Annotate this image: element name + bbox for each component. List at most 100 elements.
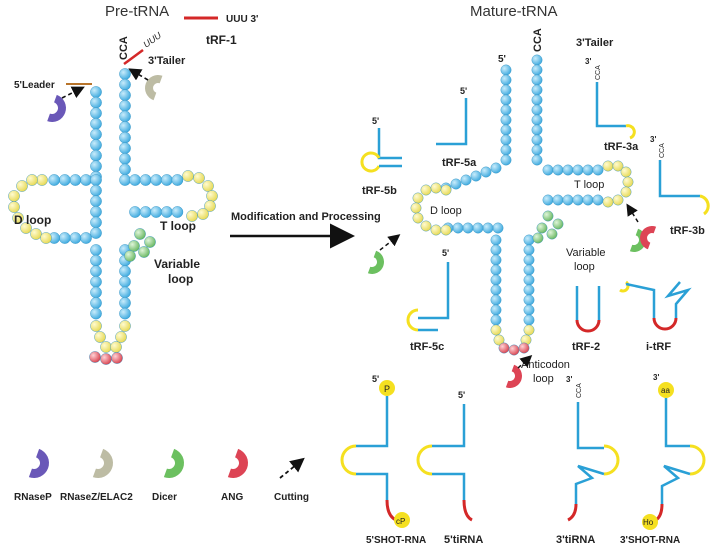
pre-t-arm-bead [150,174,162,186]
legend-ang-label: ANG [221,492,243,503]
itrf-label: i-tRF [646,341,671,353]
pre-trna-title: Pre-tRNA [105,3,169,20]
pre-d-arm-bead [90,174,102,186]
tirna5-label: 5'tiRNA [444,534,483,546]
pre-acceptor-stem-bead [119,121,131,133]
pre-d-arm-bead [80,232,92,244]
pre-acceptor-stem-bead [119,78,131,91]
pre-acceptor-stem-bead [90,86,102,98]
mature-t-loop-bead [620,166,632,178]
mature-anticodon-stem-bead [523,314,535,326]
mature-t-loop-bead [612,194,624,206]
shot3-label: 3'SHOT-RNA [620,535,680,546]
mature-t-loop-bead [602,196,614,208]
mature-anticodon-loop-bead [493,334,505,346]
pre-acceptor-stem-bead [119,110,131,123]
pre-anticodon-stem-bead [90,297,102,309]
pre-t-arm-bead [139,206,152,218]
mature-anticodon-stem-bead [490,234,502,246]
pre-t-loop-bead [186,210,198,222]
mature-t-loop-bead [602,160,614,172]
mature-acceptor-stem-bead [531,84,543,96]
pre-d-arm-bead [59,174,71,186]
pre-t-loop-bead [182,170,194,182]
mature-anticodon-label: Anticodon [521,359,570,371]
pre-anticodon-stem-bead [90,286,102,299]
pre-d-arm-bead [69,174,82,186]
mature-d-loop-bead [420,220,432,232]
pre-anticodon-stem-bead [90,244,102,256]
mature-d-loop-bead [412,192,424,204]
mature-anticodon-stem-bead [523,244,535,256]
mature-acceptor-stem-bead [531,154,543,166]
pre-acceptor-stem-bead [119,142,131,154]
mature-variable-loop-bead [542,210,554,222]
mature-variable-label: Variable [566,247,606,259]
legend-cutting-arrow [279,457,305,479]
pre-d-arm-bead [90,227,102,239]
fragment-5shot-rna: 5' P cP 5'SHOT-RNA [340,374,426,546]
mature-acceptor-stem-bead [500,124,512,136]
pre-acceptor-stem-bead [90,107,102,119]
pre-variable-loop-bead [124,250,136,262]
pre-trna-structure: UUU 3' tRF-1 CCA UUU 3'Tailer 5'Leader D… [8,14,258,365]
pre-t-arm-bead [139,174,152,186]
pre-acceptor-stem-bead [90,139,102,151]
pre-t-loop-label: T loop [160,219,196,233]
mature-anticodon-stem-bead [490,264,502,276]
mature-acceptor-stem-bead [500,84,512,96]
pre-acceptor-stem-bead [119,100,131,112]
legend-cutting-label: Cutting [274,492,309,503]
tirna3-cca: CCA [576,383,583,398]
mature-acceptor-stem-bead [531,144,543,156]
mature-d-arm-bead [462,222,474,234]
pre-rnasez-enzyme [145,75,163,101]
fragment-itrf: i-tRF [619,280,692,353]
mature-acceptor-stem-bead [500,74,512,86]
pre-anticodon-stem-bead [119,286,131,299]
mature-acceptor-stem-bead [531,124,543,136]
pre-t-arm-bead [160,206,173,218]
mature-anticodon-stem-bead [523,304,535,316]
pre-anticodon-stem-bead [119,307,131,320]
pre-leader-label: 5'Leader [14,80,55,91]
pre-variable-loop-label: loop [168,272,193,286]
pre-d-loop-bead [20,222,32,234]
mature-d-arm-bead [492,222,504,234]
mature-d-arm-bead [490,162,502,174]
mature-anticodon-stem-bead [490,314,502,326]
mature-anticodon-stem-bead [490,284,502,296]
pre-tailer-label: 3'Tailer [148,55,186,67]
mature-acceptor-stem-bead [500,154,512,166]
mature-t-arm-bead [552,194,564,206]
fragment-trf3a: 3' CCA tRF-3a [585,57,639,153]
trf5c-label: tRF-5c [410,341,444,353]
mature-acceptor-stem-bead [500,144,512,156]
trf3b-label: tRF-3b [670,225,705,237]
pre-variable-loop-bead [138,246,150,258]
mature-d-arm-bead [470,170,482,182]
mature-t-arm-bead [582,194,594,206]
mature-d-loop-label: D loop [430,205,462,217]
pre-t-arm-bead [129,206,141,218]
mature-t-arm-bead [542,194,554,206]
legend-ang-icon [227,448,248,478]
shot3-ho-label: Ho [643,518,654,527]
mature-variable-loop-label: loop [574,261,595,273]
mature-acceptor-stem-bead [531,134,543,146]
mature-anticodon-stem-bead [523,234,535,246]
pre-acceptor-stem-bead [119,131,131,144]
pre-t-loop-bead [202,180,214,192]
trf5a-label: tRF-5a [442,157,477,169]
fragment-5tirna: 5' 5'tiRNA [416,390,483,546]
mature-cut-arrow-tloop [626,203,639,223]
fragment-trf5a: 5' tRF-5a [436,86,477,169]
pre-t-arm-bead [129,174,141,186]
mature-t-arm-bead [562,164,574,176]
tirna3-3prime: 3' [566,375,572,384]
pre-d-arm-bead [69,232,82,244]
pre-anticodon-stem-bead [90,275,102,288]
pre-d-loop-bead [8,190,20,202]
legend-rnasez-icon [92,448,113,478]
